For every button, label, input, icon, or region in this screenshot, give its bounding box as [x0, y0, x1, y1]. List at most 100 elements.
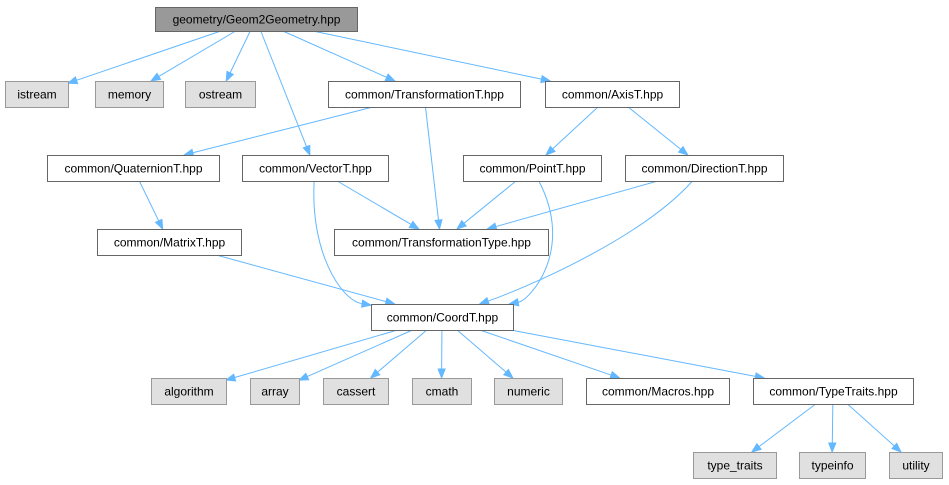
node-algorithm: algorithm: [151, 378, 227, 405]
edge-line: [456, 329, 507, 373]
edge-typeTraits-to-utility: [847, 403, 903, 453]
edge-pointT-to-transType-arrowhead: [455, 219, 468, 230]
edge-vectorT-to-coordT: [313, 180, 373, 308]
edge-coordT-to-algorithm: [224, 329, 398, 382]
node-label: common/Macros.hpp: [602, 385, 714, 399]
edge-line: [229, 30, 251, 74]
edge-root-to-vectorT-arrowhead: [302, 144, 311, 157]
node-label: common/VectorT.hpp: [259, 162, 372, 176]
node-pointT[interactable]: common/PointT.hpp: [463, 155, 602, 182]
node-box: [151, 378, 227, 405]
node-transT[interactable]: common/TransformationT.hpp: [328, 81, 521, 108]
edge-typeTraits-to-typeinfo: [828, 403, 837, 454]
edge-matrixT-to-coordT-arrowhead: [384, 297, 397, 306]
node-cassert: cassert: [323, 378, 389, 405]
edge-line: [76, 30, 222, 81]
dependency-edges: [66, 30, 903, 454]
node-macros[interactable]: common/Macros.hpp: [586, 378, 730, 405]
edge-root-to-transT-arrowhead: [384, 73, 397, 82]
edge-typeTraits-to-type_traits-arrowhead: [750, 442, 762, 453]
node-label: array: [261, 385, 288, 399]
edge-coordT-to-array: [297, 329, 413, 381]
edge-line: [758, 403, 816, 447]
node-label: cmath: [426, 385, 459, 399]
edge-line: [510, 329, 756, 377]
node-box: [334, 229, 549, 256]
node-vectorT[interactable]: common/VectorT.hpp: [242, 155, 389, 182]
node-box: [586, 378, 730, 405]
edge-coordT-to-numeric-arrowhead: [502, 368, 514, 379]
node-box: [545, 81, 680, 108]
node-label: algorithm: [164, 385, 213, 399]
edge-root-to-istream: [66, 30, 222, 85]
node-label: common/TransformationType.hpp: [352, 236, 531, 250]
node-axisT[interactable]: common/AxisT.hpp: [545, 81, 680, 108]
node-array: array: [250, 378, 300, 405]
edge-root-to-vectorT: [260, 30, 311, 157]
node-quatT[interactable]: common/QuaternionT.hpp: [47, 155, 220, 182]
node-coordT[interactable]: common/CoordT.hpp: [371, 304, 514, 331]
edge-root-to-transT: [282, 30, 397, 82]
node-matrixT[interactable]: common/MatrixT.hpp: [97, 229, 242, 256]
node-transType[interactable]: common/TransformationType.hpp: [334, 229, 549, 256]
node-type_traits: type_traits: [693, 452, 777, 479]
node-label: memory: [108, 88, 151, 102]
edge-root-to-istream-arrowhead: [66, 76, 79, 85]
node-box: [625, 155, 784, 182]
edge-line: [234, 329, 398, 379]
edge-line: [424, 106, 439, 221]
node-typeTraits[interactable]: common/TypeTraits.hpp: [753, 378, 914, 405]
node-box: [753, 378, 914, 405]
edge-coordT-to-cassert: [369, 329, 428, 379]
node-box: [155, 7, 358, 32]
edge-line: [479, 329, 612, 376]
edge-dirT-to-transType-arrowhead: [485, 222, 498, 231]
node-label: typeinfo: [811, 459, 853, 473]
edge-coordT-to-cmath-arrowhead: [437, 368, 446, 380]
edge-dirT-to-coordT-arrowhead: [478, 296, 490, 305]
node-memory: memory: [95, 81, 164, 108]
edge-root-to-memory-arrowhead: [149, 72, 162, 82]
edge-line: [307, 329, 413, 377]
edge-typeTraits-to-typeinfo-arrowhead: [828, 442, 837, 454]
node-box: [463, 155, 602, 182]
edge-line: [313, 180, 363, 305]
edge-quatT-to-matrixT-arrowhead: [154, 218, 164, 231]
edge-line: [495, 180, 658, 228]
edge-coordT-to-array-arrowhead: [297, 372, 310, 381]
edge-vectorT-to-transType: [336, 180, 421, 230]
edge-coordT-to-cmath: [437, 329, 446, 380]
node-box: [250, 378, 300, 405]
node-box: [5, 81, 69, 108]
node-box: [328, 81, 521, 108]
edge-transT-to-transType-arrowhead: [434, 219, 443, 231]
edge-root-to-ostream-arrowhead: [225, 70, 235, 83]
node-root[interactable]: geometry/Geom2Geometry.hpp: [155, 7, 358, 32]
edge-line: [260, 30, 308, 147]
edge-line: [138, 180, 160, 222]
edge-line: [487, 180, 693, 302]
node-box: [95, 81, 164, 108]
node-label: istream: [17, 88, 56, 102]
edge-coordT-to-typeTraits: [510, 329, 766, 381]
node-box: [799, 452, 866, 479]
node-istream: istream: [5, 81, 69, 108]
node-label: common/AxisT.hpp: [562, 88, 664, 102]
node-cmath: cmath: [412, 378, 472, 405]
node-label: numeric: [507, 385, 550, 399]
edge-line: [312, 30, 542, 80]
edge-transT-to-quatT: [182, 106, 374, 157]
node-dirT[interactable]: common/DirectionT.hpp: [625, 155, 784, 182]
edge-line: [463, 180, 517, 224]
edge-vectorT-to-coordT-arrowhead: [360, 299, 373, 308]
node-label: geometry/Geom2Geometry.hpp: [173, 13, 341, 27]
edge-pointT-to-transType: [455, 180, 517, 230]
node-utility: utility: [889, 452, 943, 479]
edge-coordT-to-cassert-arrowhead: [369, 368, 381, 379]
edge-transT-to-transType: [424, 106, 443, 231]
edge-axisT-to-pointT-arrowhead: [545, 145, 556, 156]
edge-axisT-to-dirT: [627, 106, 689, 156]
node-box: [97, 229, 242, 256]
